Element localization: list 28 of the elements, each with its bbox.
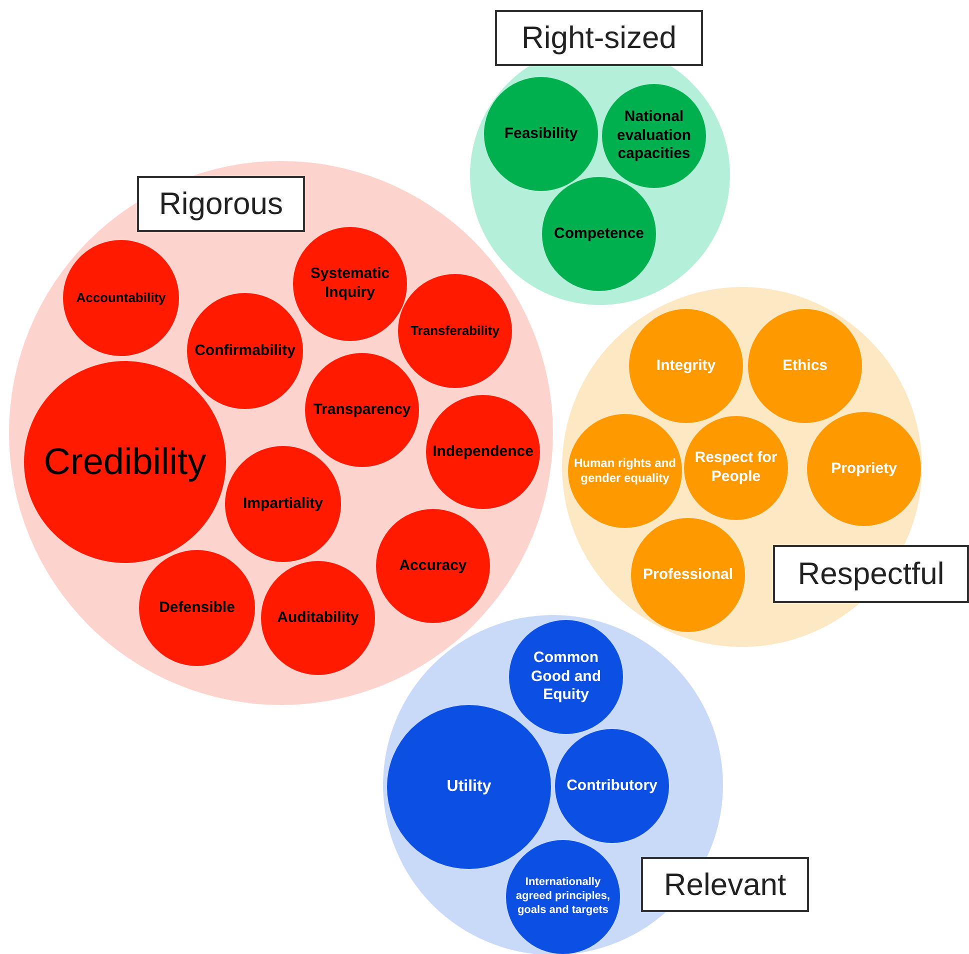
bubble-label: Transparency [312,400,412,420]
bubble-label: Competence [552,224,646,244]
bubble-label: Independence [432,442,534,462]
bubble-label: Contributory [566,776,658,796]
bubble-label: Integrity [655,356,717,376]
bubble-label: Ethics [781,356,828,376]
bubble-label: Common Good and Equity [530,648,602,706]
bubble-label: Feasibility [503,124,579,144]
bubble-label: Human rights and gender equality [572,456,677,486]
bubble-label: Internationally agreed principles, goals and targets [514,876,612,918]
bubble-label: Accuracy [398,556,468,576]
bubble-label: Credibility [42,440,208,484]
bubble-label: Propriety [830,460,898,478]
bubble-label: Confirmability [194,342,296,360]
bubble-label: Systematic Inquiry [309,265,391,303]
bubble-label: Auditability [276,608,360,628]
bubble-label: Professional [642,566,734,584]
bubble-label: Utility [446,777,492,797]
group-heading: Respectful [773,545,969,603]
bubble-label: Accountability [75,290,167,306]
group-heading: Rigorous [137,176,305,232]
bubble-label: Transferability [410,322,500,340]
group-heading: Relevant [641,857,809,912]
bubble-label: National evaluation capacities [616,108,692,164]
bubble-label: Respect for People [694,449,778,487]
bubble-label: Impartiality [242,494,324,514]
group-heading: Right-sized [495,10,703,66]
bubble-label: Defensible [158,598,236,618]
